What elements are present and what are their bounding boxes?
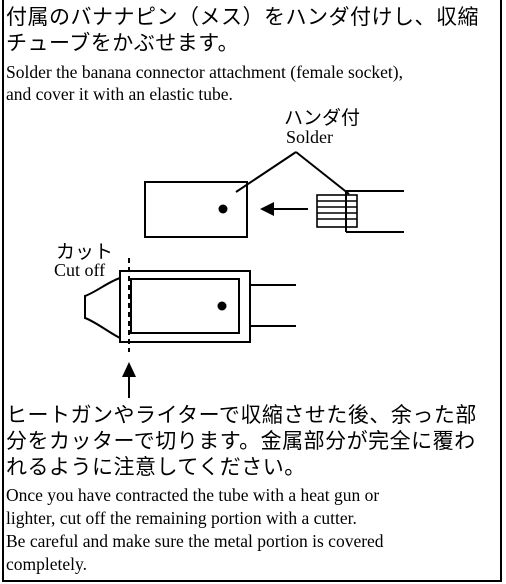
intro-jp-line-2: チューブをかぶせます。 — [6, 31, 240, 55]
outro-jp-line-2: 分をカッターで切ります。金属部分が完全に覆わ — [6, 429, 476, 453]
outro-en-line-1: Once you have contracted the tube with a… — [6, 485, 380, 505]
solder-label-jp: ハンダ付 — [284, 107, 361, 129]
covered-socket-hole — [217, 301, 227, 311]
intro-jp-line-1: 付属のバナナピン（メス）をハンダ付けし、収縮 — [6, 5, 479, 29]
intro-en-line-2: and cover it with an elastic tube. — [6, 84, 233, 104]
intro-en-line-1: Solder the banana connector attachment (… — [6, 62, 403, 82]
outro-jp-line-1: ヒートガンやライターで収縮させた後、余った部 — [6, 403, 477, 427]
outro-jp-line-3: れるように注意してください。 — [6, 455, 306, 479]
stripped-wire-strands — [316, 194, 358, 228]
solder-label-en: Solder — [286, 127, 333, 147]
cut-label-jp: カット — [56, 241, 114, 263]
outro-en-line-2: lighter, cut off the remaining portion w… — [6, 508, 357, 528]
cut-label-en: Cut off — [54, 260, 106, 280]
covered-socket — [130, 278, 240, 334]
socket-hole — [218, 204, 228, 214]
insert-arrow-head — [260, 202, 274, 216]
outro-en-line-4: completely. — [6, 554, 87, 574]
outro-en-line-3: Be careful and make sure the metal porti… — [6, 531, 384, 551]
shrink-tube — [119, 270, 251, 343]
cut-arrow-head — [122, 362, 136, 377]
banana-socket — [144, 181, 248, 238]
solder-leader-line — [235, 151, 297, 193]
excess-tube — [84, 277, 121, 339]
